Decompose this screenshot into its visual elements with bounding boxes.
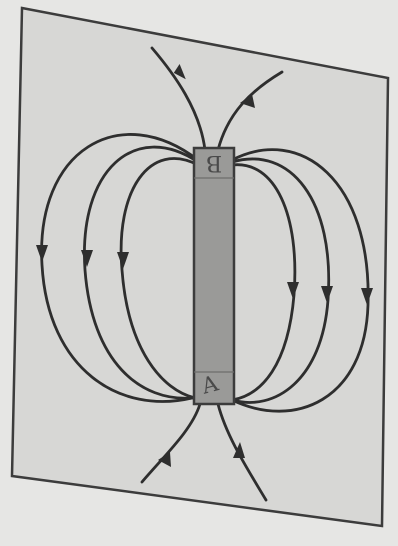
bar-magnet (194, 148, 234, 404)
pole-label-top: B (206, 150, 222, 175)
